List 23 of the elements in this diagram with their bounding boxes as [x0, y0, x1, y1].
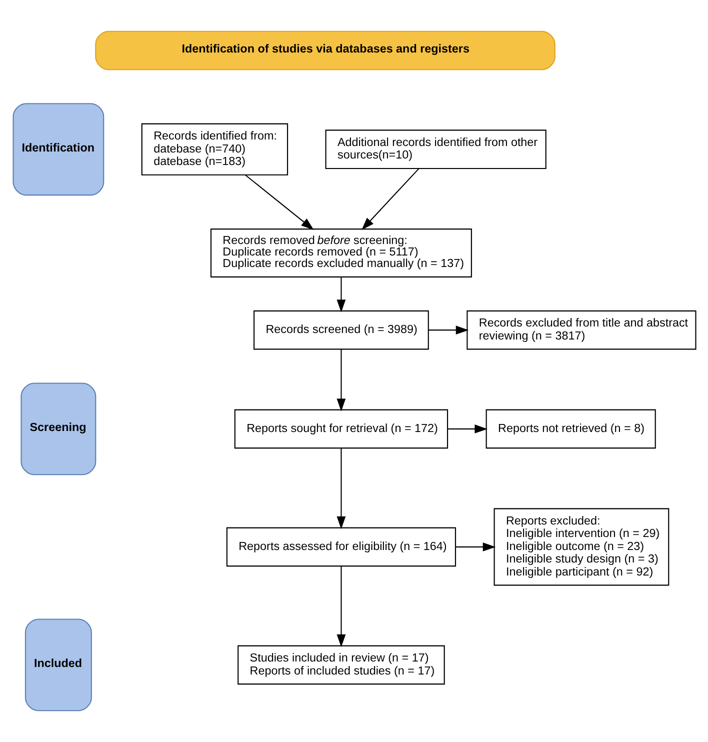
arrow: [336, 566, 346, 648]
node-box: Reports assessed for eligibility (n = 164): [226, 527, 456, 567]
node-box: Records screened (n = 3989): [253, 310, 428, 350]
node-box: Identification of studies via databases and registers: [94, 30, 555, 70]
node-box: Included: [24, 618, 92, 712]
arrow: [447, 424, 487, 434]
arrow: [361, 168, 419, 230]
node-box: Screening: [20, 382, 96, 476]
arrow: [455, 542, 496, 552]
node-box: Records removed before screening: Duplicate records removed (n = 5117) Duplicate records excluded manually (n = 137): [210, 228, 472, 278]
arrow: [336, 448, 346, 530]
node-box: Records excluded from title and abstract reviewing (n = 3817): [466, 310, 696, 350]
node-box: Studies included in review (n = 17) Reports of included studies (n = 17): [237, 645, 444, 685]
node-box: Additional records identified from other sources(n=10): [324, 130, 546, 170]
arrow: [336, 349, 346, 412]
arrow: [336, 276, 346, 312]
node-box: Reports not retrieved (n = 8): [485, 409, 656, 449]
node-box: Identification: [12, 103, 104, 196]
node-box: Reports excluded: Ineligible intervention (n = 29) Ineligible outcome (n = 23) Ineligible study design (n = 3) Ineligible participant (n = 92): [493, 508, 669, 586]
arrow: [428, 326, 468, 335]
node-box: Reports sought for retrieval (n = 172): [234, 409, 448, 449]
arrow: [244, 174, 314, 230]
node-box: Records identified from: datebase (n=740) datebase (n=183): [140, 123, 288, 176]
